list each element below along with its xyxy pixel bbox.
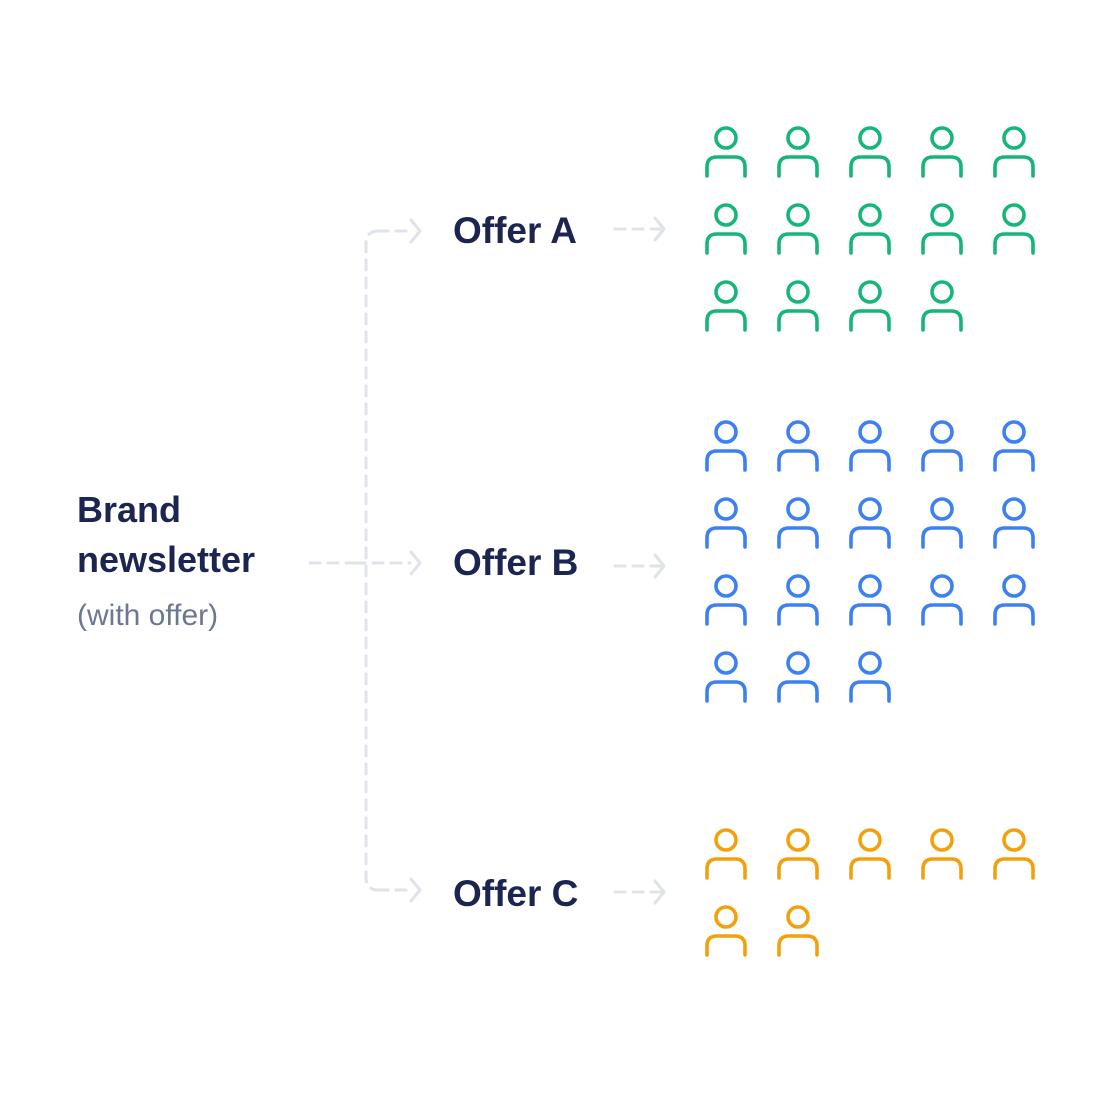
person-icon bbox=[921, 497, 963, 549]
person-icon bbox=[705, 651, 747, 703]
person-icon bbox=[777, 905, 819, 957]
person-icon bbox=[921, 574, 963, 626]
person-icon bbox=[921, 420, 963, 472]
person-icon bbox=[777, 280, 819, 332]
group-offer-a bbox=[705, 126, 1035, 332]
arrow-to-offer-b-icon bbox=[409, 550, 422, 576]
person-icon bbox=[705, 126, 747, 178]
arrow-to-offer-a-icon bbox=[409, 218, 422, 244]
person-icon bbox=[849, 497, 891, 549]
offer-b-label: Offer B bbox=[453, 542, 578, 583]
group-offer-b bbox=[705, 420, 1035, 703]
person-icon bbox=[777, 574, 819, 626]
arrow-to-offer-c-icon bbox=[409, 877, 422, 903]
person-icon bbox=[705, 574, 747, 626]
person-icon bbox=[921, 828, 963, 880]
person-icon bbox=[921, 203, 963, 255]
person-icon bbox=[777, 420, 819, 472]
source-title-line1: Brand bbox=[77, 489, 181, 530]
person-icon bbox=[921, 280, 963, 332]
person-icon bbox=[993, 497, 1035, 549]
trunk-line bbox=[364, 229, 380, 892]
source-title-line2: newsletter bbox=[77, 539, 255, 580]
connector-lines bbox=[308, 216, 666, 905]
person-icon bbox=[705, 280, 747, 332]
person-icon bbox=[993, 203, 1035, 255]
offer-a-label: Offer A bbox=[453, 210, 577, 251]
person-icon bbox=[849, 828, 891, 880]
offer-c-label: Offer C bbox=[453, 873, 578, 914]
person-icon bbox=[849, 574, 891, 626]
person-icon bbox=[705, 828, 747, 880]
person-icon bbox=[705, 497, 747, 549]
person-icon bbox=[777, 497, 819, 549]
person-icon bbox=[777, 828, 819, 880]
person-icon bbox=[849, 126, 891, 178]
person-icon bbox=[849, 420, 891, 472]
arrow-to-group-a-icon bbox=[653, 216, 666, 242]
arrow-to-group-c-icon bbox=[653, 879, 666, 905]
audience-groups bbox=[705, 126, 1035, 957]
arrow-to-group-b-icon bbox=[653, 553, 666, 579]
person-icon bbox=[849, 203, 891, 255]
person-icon bbox=[777, 126, 819, 178]
person-icon bbox=[921, 126, 963, 178]
source-subtitle: (with offer) bbox=[77, 599, 218, 632]
person-icon bbox=[777, 203, 819, 255]
person-icon bbox=[705, 203, 747, 255]
person-icon bbox=[705, 905, 747, 957]
offer-labels: Offer A Offer B Offer C bbox=[453, 210, 578, 914]
person-icon bbox=[777, 651, 819, 703]
person-icon bbox=[993, 420, 1035, 472]
person-icon bbox=[993, 828, 1035, 880]
source-node: Brand newsletter (with offer) bbox=[77, 489, 255, 632]
person-icon bbox=[993, 574, 1035, 626]
person-icon bbox=[705, 420, 747, 472]
group-offer-c bbox=[705, 828, 1035, 957]
person-icon bbox=[993, 126, 1035, 178]
person-icon bbox=[849, 651, 891, 703]
person-icon bbox=[849, 280, 891, 332]
